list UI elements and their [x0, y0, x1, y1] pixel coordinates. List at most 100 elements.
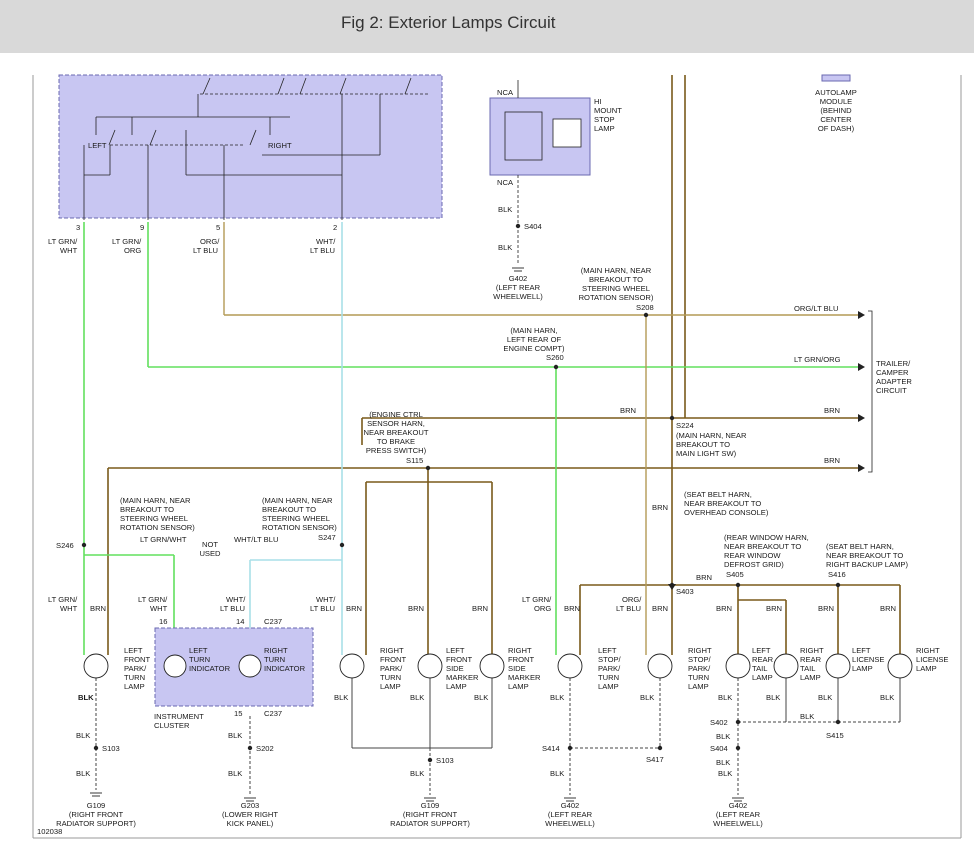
lamp-label: LAMP — [916, 664, 937, 673]
diagram-labels: LEFT RIGHT 3 9 5 2 LT GRN/ WHT LT GRN/ O… — [37, 88, 949, 836]
wire-label: BRN — [472, 604, 488, 613]
lamp-label: PARK/ — [124, 664, 147, 673]
wire-label: BRN — [696, 573, 712, 582]
wire-label: BLK — [334, 693, 348, 702]
ground-label: WHEELWELL) — [713, 819, 763, 828]
wire-label: LT GRN/ — [48, 237, 78, 246]
splice-label: S417 — [646, 755, 664, 764]
splice-label: S414 — [542, 744, 560, 753]
lamp-label: TAIL — [800, 664, 815, 673]
lamp-label: LAMP — [752, 673, 773, 682]
splice-note: NEAR BREAKOUT TO — [724, 542, 801, 551]
wire-label: BLK — [880, 693, 894, 702]
label-hi-mount: STOP — [594, 115, 615, 124]
splice-label: S405 — [726, 570, 744, 579]
wire-label: BLK — [818, 693, 832, 702]
splice-note: (ENGINE CTRL — [369, 410, 423, 419]
splice-label: S103 — [436, 756, 454, 765]
splice-note: (MAIN HARN, NEAR — [120, 496, 191, 505]
wire-label: ORG — [124, 246, 141, 255]
ground-label: (RIGHT FRONT — [403, 810, 458, 819]
wire-whtltblu — [249, 222, 343, 655]
splice-note: REAR WINDOW — [724, 551, 781, 560]
splice-note: (REAR WINDOW HARN, — [724, 533, 809, 542]
wire-label: BRN — [818, 604, 834, 613]
lamp-label: PARK/ — [380, 664, 403, 673]
label-switch-left: LEFT — [88, 141, 107, 150]
lamp-label: LICENSE — [852, 655, 885, 664]
lamp-label: MARKER — [508, 673, 541, 682]
wire-label: LT BLU — [193, 246, 218, 255]
wire-label: BRN — [880, 604, 896, 613]
wire-label: BRN — [346, 604, 362, 613]
lamp-label: TURN — [598, 673, 619, 682]
autolamp-module — [821, 74, 851, 82]
lamp-icon-ls — [557, 653, 583, 679]
wire-label: BLK — [228, 731, 242, 740]
ground-label: RADIATOR SUPPORT) — [56, 819, 136, 828]
wire-label: LT BLU — [310, 604, 335, 613]
wire-label: ORG/ — [200, 237, 220, 246]
splice-label: S224 — [676, 421, 694, 430]
wire-label: WHT/ — [316, 595, 336, 604]
splice-label: S416 — [828, 570, 846, 579]
splice-note: DEFROST GRID) — [724, 560, 784, 569]
splice-label: S208 — [636, 303, 654, 312]
wire-label: WHT/ — [316, 237, 336, 246]
wire-label: BLK — [498, 243, 512, 252]
label-trailer: CIRCUIT — [876, 386, 907, 395]
label-trailer: ADAPTER — [876, 377, 912, 386]
label-not-used: NOT — [202, 540, 218, 549]
wire-label: LT GRN/WHT — [140, 535, 187, 544]
splice-label: S402 — [710, 718, 728, 727]
title-bar: Fig 2: Exterior Lamps Circuit — [0, 0, 974, 53]
wire-label: BLK — [410, 769, 424, 778]
label-instrument-cluster: INSTRUMENT — [154, 712, 204, 721]
splice-dots — [81, 223, 841, 763]
splice-note: (MAIN HARN, NEAR — [262, 496, 333, 505]
wire-label: LT GRN/ORG — [794, 355, 841, 364]
lamp-label: LAMP — [688, 682, 709, 691]
wire-orgltblu — [223, 222, 858, 655]
label-autolamp: AUTOLAMP — [815, 88, 857, 97]
splice-note: NEAR BREAKOUT TO — [684, 499, 761, 508]
lamp-label: RIGHT — [380, 646, 404, 655]
splice-note: BREAKOUT TO — [676, 440, 730, 449]
lamp-label: STOP/ — [598, 655, 622, 664]
label-nca: NCA — [497, 88, 514, 97]
lamp-label: RIGHT — [688, 646, 712, 655]
wire-label: BLK — [716, 732, 730, 741]
lamp-label: LAMP — [124, 682, 145, 691]
wire-label: BLK — [800, 712, 814, 721]
lamp-icon-rti — [238, 654, 262, 678]
splice-label: S115 — [406, 456, 423, 465]
figure-id: 102038 — [37, 827, 62, 836]
lamp-label: LEFT — [189, 646, 208, 655]
wire-label: BRN — [620, 406, 636, 415]
lamp-label: LAMP — [852, 664, 873, 673]
lamp-label: STOP/ — [688, 655, 712, 664]
wire-label: BLK — [228, 769, 242, 778]
splice-note: MAIN LIGHT SW) — [676, 449, 737, 458]
ground-label: (RIGHT FRONT — [69, 810, 124, 819]
splice-note: (SEAT BELT HARN, — [684, 490, 752, 499]
wire-label: BLK — [550, 693, 564, 702]
wire-label: BLK — [76, 769, 90, 778]
label-hi-mount: HI — [594, 97, 602, 106]
splice-note: SENSOR HARN, — [367, 419, 425, 428]
lamp-label: SIDE — [446, 664, 464, 673]
lamp-label: RIGHT — [508, 646, 532, 655]
pin-2: 2 — [333, 223, 337, 232]
lamp-label: TAIL — [752, 664, 767, 673]
pin-3: 3 — [76, 223, 80, 232]
lamp-label: LAMP — [598, 682, 619, 691]
wire-label: WHT — [60, 604, 78, 613]
wire-label: BLK — [716, 758, 730, 767]
wire-label: BRN — [652, 503, 668, 512]
lamp-label: REAR — [752, 655, 774, 664]
wire-label: BRN — [564, 604, 580, 613]
connector-c237: C237 — [264, 709, 282, 718]
wire-label: BRN — [766, 604, 782, 613]
lamp-label: RIGHT — [916, 646, 940, 655]
